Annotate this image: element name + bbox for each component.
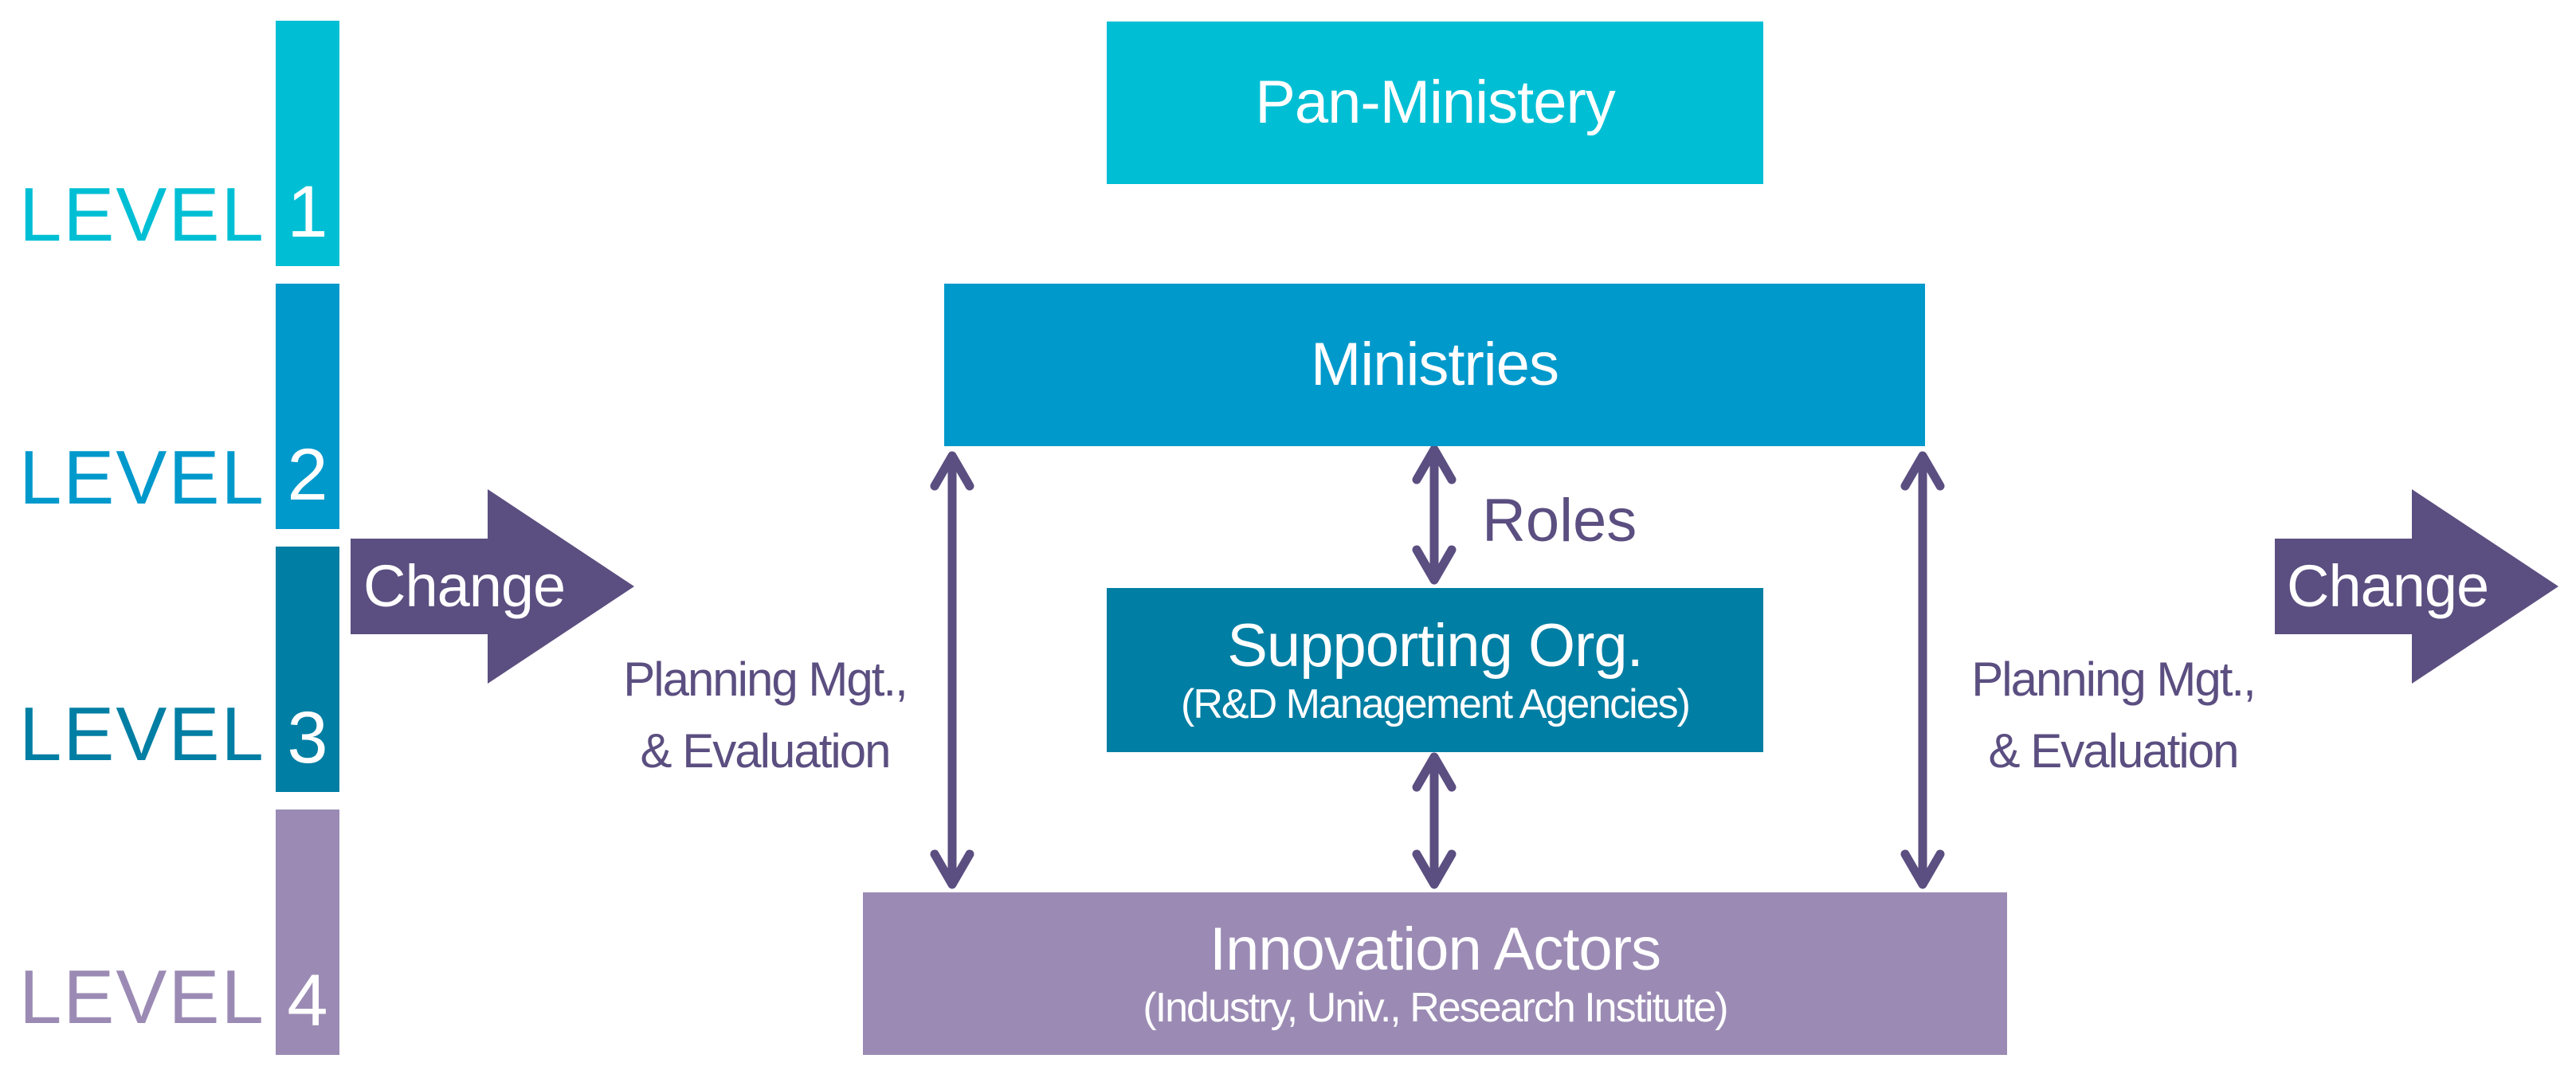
level-3-label: LEVEL: [19, 692, 265, 777]
supporting-org-title: Supporting Org.: [1227, 612, 1644, 680]
level-1-bar: 1: [276, 21, 339, 266]
left-planning-arrow: [930, 451, 974, 889]
level-1-label: LEVEL: [19, 172, 265, 257]
innovation-actors-subtitle: (Industry, Univ., Research Institute): [1143, 985, 1728, 1031]
planning-left-line2: & Evaluation: [640, 724, 892, 778]
level-3-number: 3: [287, 697, 328, 778]
change-arrow-right-shape: [2275, 489, 2558, 684]
level-4-bar: 4: [276, 810, 339, 1055]
right-planning-arrow: [1900, 451, 1945, 889]
change-label-right: Change: [2287, 553, 2489, 619]
level-4-number: 4: [287, 960, 328, 1041]
ministries-title: Ministries: [1311, 331, 1559, 398]
level-2-number: 2: [287, 434, 328, 516]
roles-label: Roles: [1482, 487, 1637, 555]
supporting-org-subtitle: (R&D Management Agencies): [1181, 681, 1691, 727]
planning-left-label: Planning Mgt., & Evaluation: [590, 644, 940, 787]
level-4-label: LEVEL: [19, 955, 265, 1040]
supporting-org-box: Supporting Org. (R&D Management Agencies…: [1107, 588, 1763, 752]
level-2-bar: 2: [276, 284, 339, 529]
level-1-number: 1: [287, 171, 328, 253]
level-3-bar: 3: [276, 547, 339, 792]
pan-ministery-box: Pan-Ministery: [1107, 22, 1763, 184]
planning-left-line1: Planning Mgt.,: [623, 653, 908, 706]
planning-right-line1: Planning Mgt.,: [1971, 653, 2256, 706]
change-label-left: Change: [363, 553, 566, 619]
innovation-actors-title: Innovation Actors: [1209, 915, 1661, 983]
innovation-actors-box: Innovation Actors (Industry, Univ., Rese…: [863, 892, 2007, 1055]
planning-right-label: Planning Mgt., & Evaluation: [1938, 644, 2288, 787]
level-2-label: LEVEL: [19, 435, 265, 520]
support-actors-arrow: [1412, 752, 1457, 889]
planning-right-line2: & Evaluation: [1988, 724, 2240, 778]
ministries-box: Ministries: [944, 284, 1925, 446]
roles-arrow: [1412, 445, 1457, 585]
change-arrow-left-shape: [351, 489, 634, 684]
pan-ministery-title: Pan-Ministery: [1255, 69, 1616, 136]
